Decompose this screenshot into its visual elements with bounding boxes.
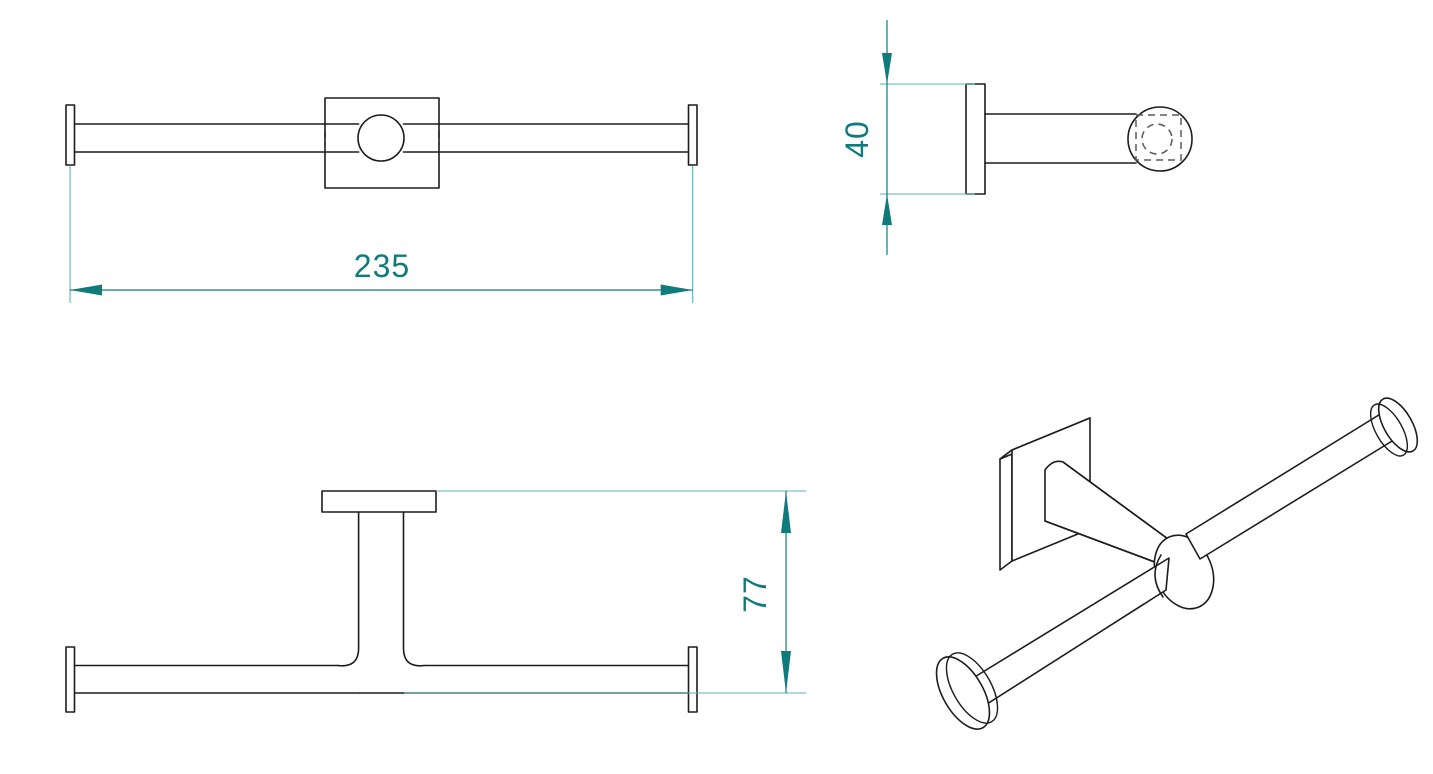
plan-right-end-cap — [687, 646, 698, 713]
plan-post-right-edge — [402, 511, 425, 667]
side-wall-plate — [965, 83, 986, 195]
front-centre-boss-circle — [357, 114, 405, 162]
front-left-end-cap — [65, 104, 76, 166]
front-elevation-view: 235 — [65, 97, 698, 303]
dimension-77: 77 — [404, 490, 806, 694]
side-hidden-plate-square — [1135, 114, 1182, 161]
plan-left-end-cap — [65, 646, 76, 713]
side-bar-end-circle — [1127, 106, 1193, 172]
plan-wall-plate — [321, 490, 437, 513]
dim-40-text: 40 — [839, 120, 875, 158]
dim-235-text: 235 — [354, 248, 410, 284]
iso-plate-side-face — [999, 449, 1013, 571]
dim-77-text: 77 — [737, 575, 773, 613]
dim-77-arrow-top — [781, 491, 791, 533]
plan-view: 77 — [65, 490, 806, 713]
front-right-end-cap — [687, 104, 698, 166]
iso-left-end-cap-disc-face — [935, 656, 991, 730]
front-wall-plate — [324, 97, 440, 189]
isometric-view — [935, 397, 1419, 730]
dim-235-arrow-right — [660, 284, 693, 296]
iso-arm-top-edge — [1062, 461, 1184, 551]
dim-235-arrow-left — [70, 284, 102, 296]
dimension-235: 235 — [69, 166, 694, 303]
dim-77-arrow-bottom — [781, 651, 791, 693]
iso-hub-left-crease — [1154, 554, 1164, 598]
dimension-40: 40 — [839, 20, 975, 255]
plan-post-left-edge — [337, 511, 360, 667]
iso-right-end-cap-disc-rim — [1369, 403, 1409, 457]
side-hidden-inner-circle — [1141, 123, 1173, 155]
dim-40-arrow-bottom — [882, 194, 892, 225]
iso-right-end-cap-disc-face — [1377, 397, 1419, 453]
iso-left-end-cap-disc-rim — [945, 652, 999, 724]
dim-40-arrow-top — [882, 53, 892, 84]
side-elevation-view: 40 — [839, 20, 1193, 255]
